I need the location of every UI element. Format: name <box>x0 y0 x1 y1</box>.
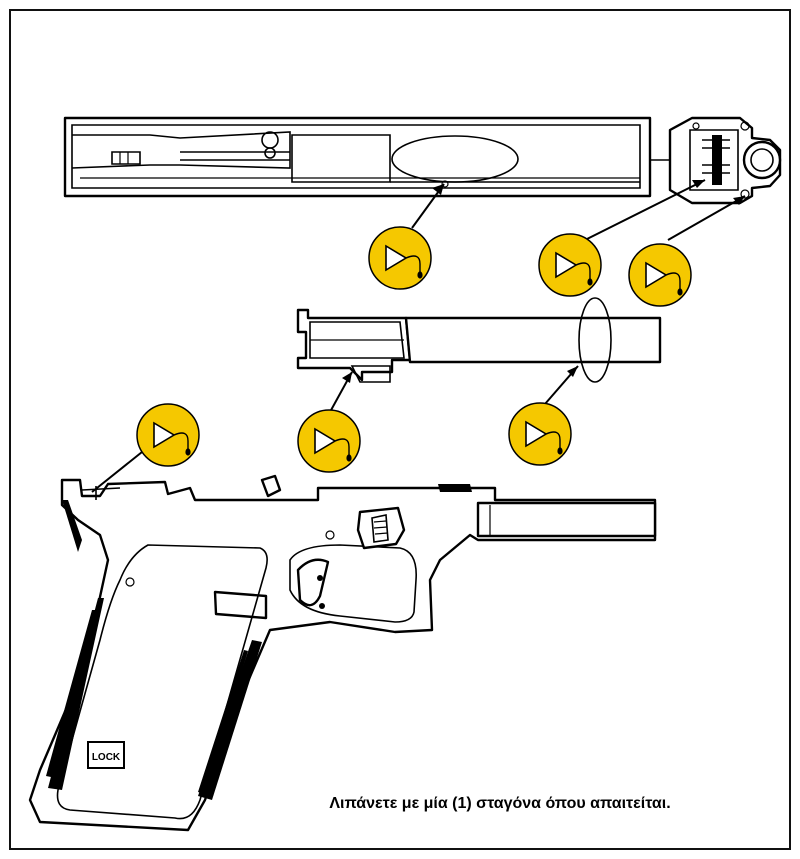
slide <box>63 116 680 198</box>
oil-drop-icon <box>538 233 602 297</box>
oil-drop-icon <box>297 409 361 473</box>
oil-drop-icon <box>508 402 572 466</box>
oil-drop-icon <box>368 226 432 290</box>
figure-border <box>9 9 791 850</box>
pointer-lines <box>91 179 746 493</box>
frame: LOCK <box>28 474 657 832</box>
oil-drop-icon <box>136 403 200 467</box>
brand-logo: LOCK <box>92 752 121 763</box>
barrel <box>296 297 662 383</box>
oil-drop-icon <box>628 243 692 307</box>
instruction-caption: Λιπάνετε με μία (1) σταγόνα όπου απαιτεί… <box>329 795 671 812</box>
